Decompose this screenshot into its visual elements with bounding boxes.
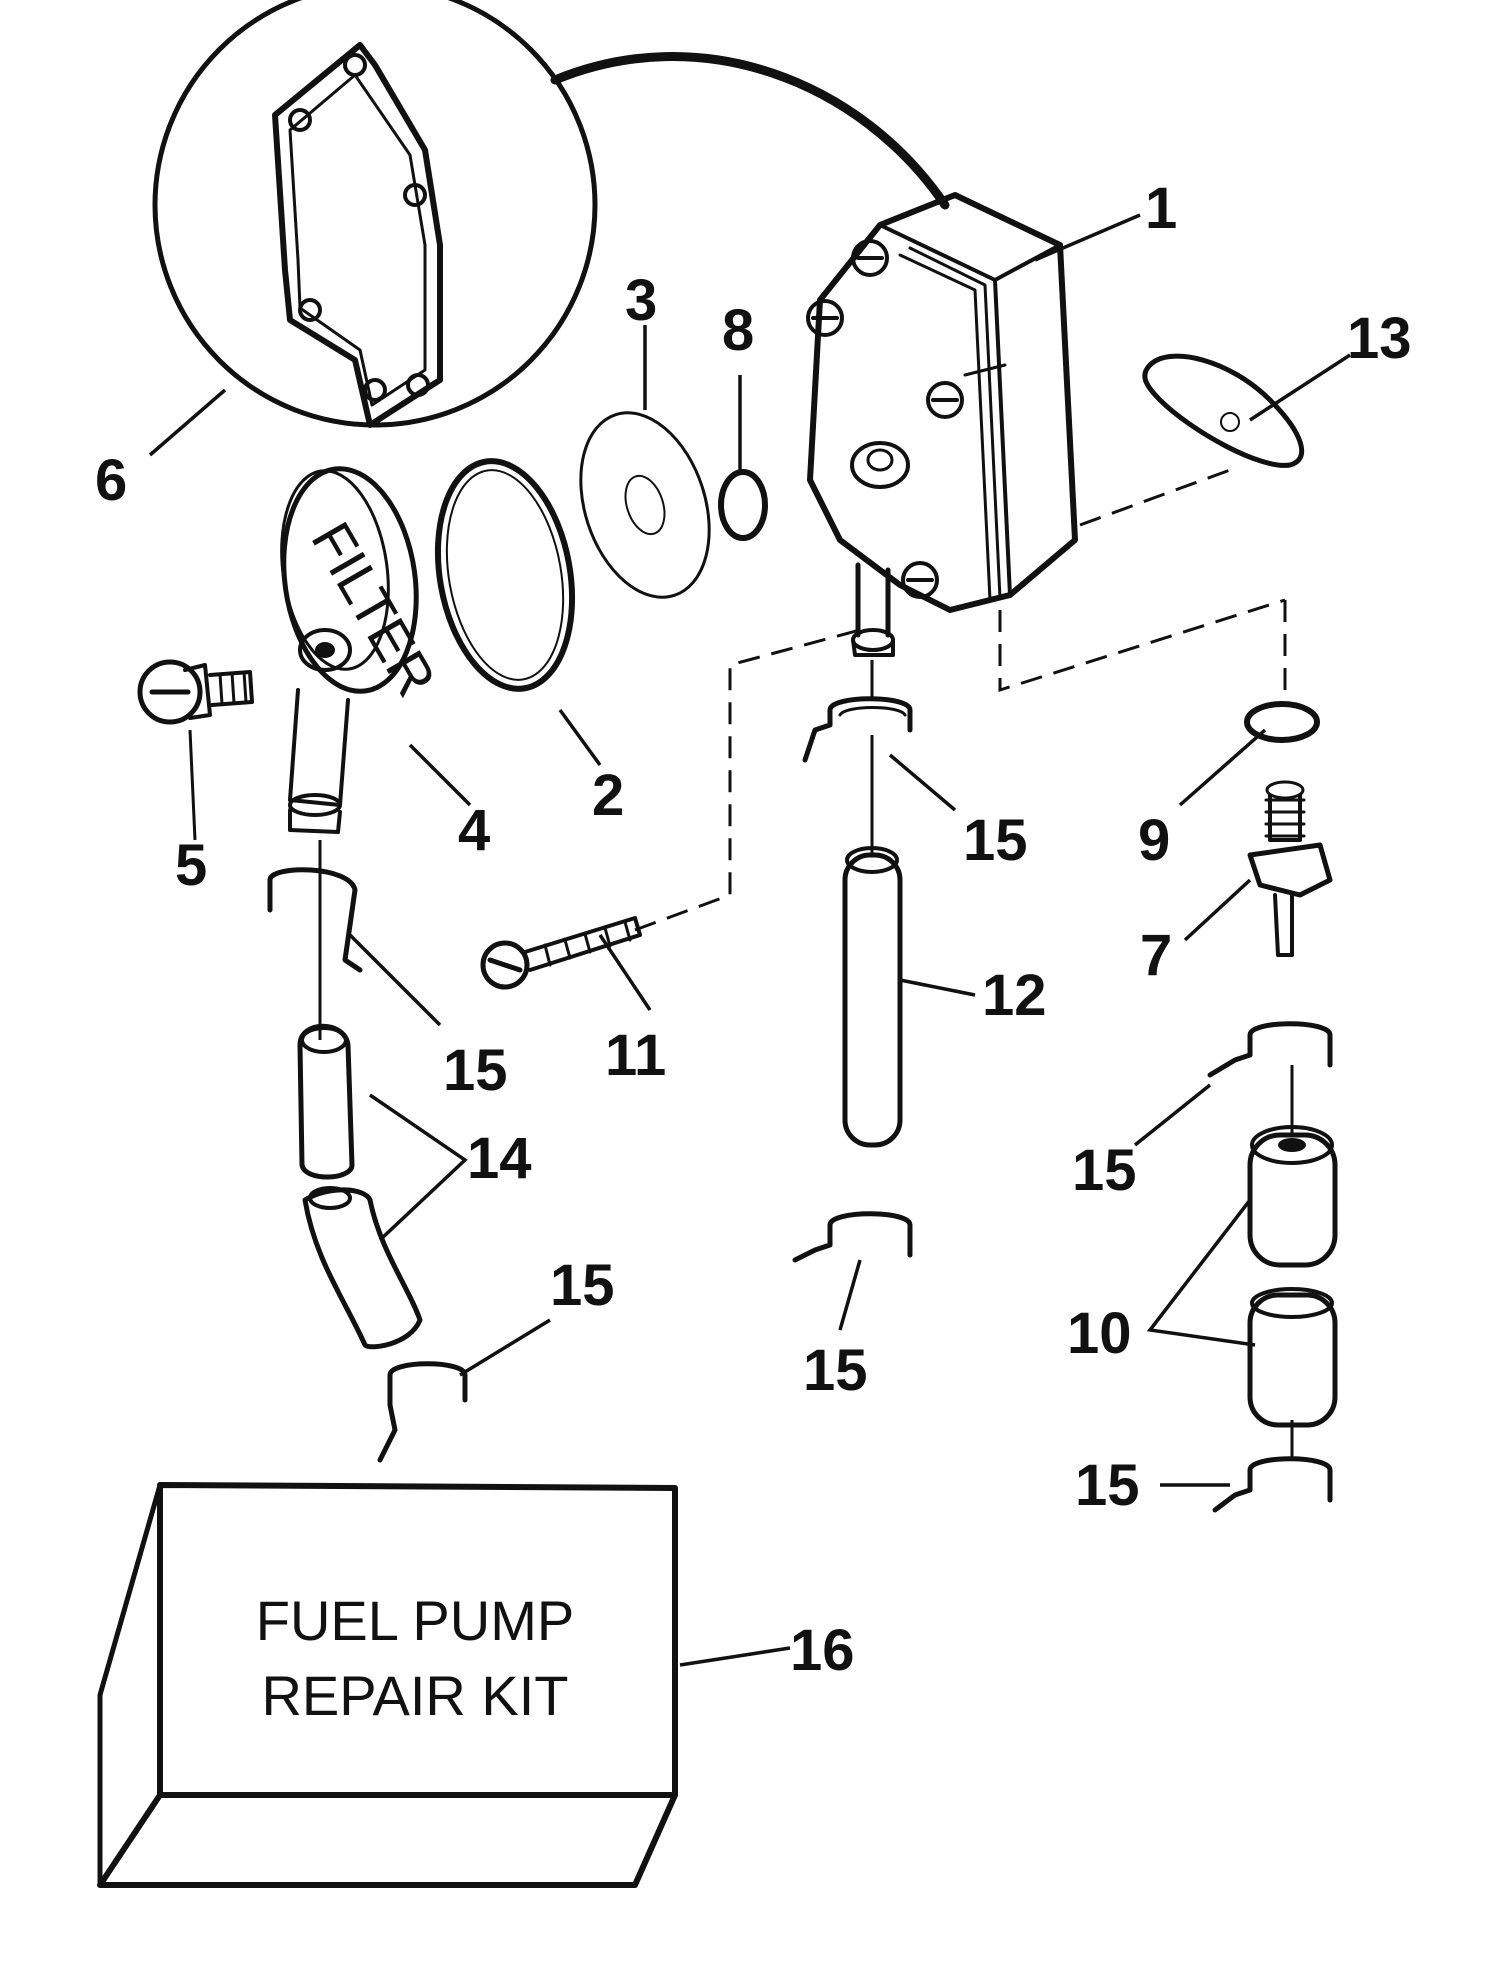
thumb-screw <box>137 659 254 841</box>
callout-8: 8 <box>722 298 754 363</box>
assembly-lines <box>318 468 1294 1460</box>
callout-6: 6 <box>95 448 127 513</box>
repair-kit-box: FUEL PUMP REPAIR KIT <box>97 1482 678 1888</box>
clamp-6 <box>1212 1456 1333 1513</box>
short-hoses <box>297 1023 423 1350</box>
callouts: 1 2 3 4 5 6 7 8 9 10 11 12 13 14 15 15 1… <box>95 176 1412 1683</box>
callout-4: 4 <box>458 798 490 863</box>
kit-label-line1: FUEL PUMP <box>256 1589 574 1652</box>
callout-15d: 15 <box>803 1338 868 1403</box>
leader-lines <box>148 213 1351 1667</box>
clamp-3 <box>1207 1021 1333 1078</box>
callout-15a: 15 <box>963 808 1028 873</box>
callout-5: 5 <box>175 833 207 898</box>
callout-1: 1 <box>1145 176 1177 241</box>
callout-15e: 15 <box>550 1253 615 1318</box>
svg-text:FILTER: FILTER <box>299 512 448 707</box>
screen <box>579 411 711 599</box>
callout-2: 2 <box>592 763 624 828</box>
long-hose <box>842 846 903 1148</box>
callout-12: 12 <box>982 963 1047 1028</box>
kit-label-line2: REPAIR KIT <box>261 1664 568 1727</box>
small-o-ring <box>718 469 768 541</box>
callout-15c: 15 <box>1072 1138 1137 1203</box>
clamp-2 <box>267 867 363 973</box>
clamp-1 <box>802 696 913 763</box>
callout-10: 10 <box>1067 1301 1132 1366</box>
callout-15b: 15 <box>443 1038 508 1103</box>
callout-3: 3 <box>625 268 657 333</box>
callout-14: 14 <box>467 1126 532 1191</box>
hose-fitting <box>1247 780 1333 957</box>
hose-clamps <box>267 696 1333 1513</box>
callout-9: 9 <box>1138 808 1170 873</box>
callout-16: 16 <box>790 1618 855 1683</box>
fuel-pump-body <box>806 192 1078 657</box>
gasket-outline <box>272 42 443 428</box>
gasket-inset <box>152 0 950 428</box>
short-hoses-right <box>1247 1125 1338 1428</box>
callout-11: 11 <box>605 1023 666 1088</box>
callout-13: 13 <box>1347 306 1412 371</box>
clamp-4 <box>792 1211 913 1263</box>
long-screw <box>480 916 642 990</box>
clamp-5 <box>377 1361 468 1463</box>
filter-pad <box>1142 353 1305 468</box>
filter-cover: FILTER <box>280 466 448 834</box>
callout-15f: 15 <box>1075 1453 1140 1518</box>
washer <box>1244 701 1320 743</box>
callout-7: 7 <box>1140 923 1172 988</box>
large-o-ring <box>434 458 576 692</box>
